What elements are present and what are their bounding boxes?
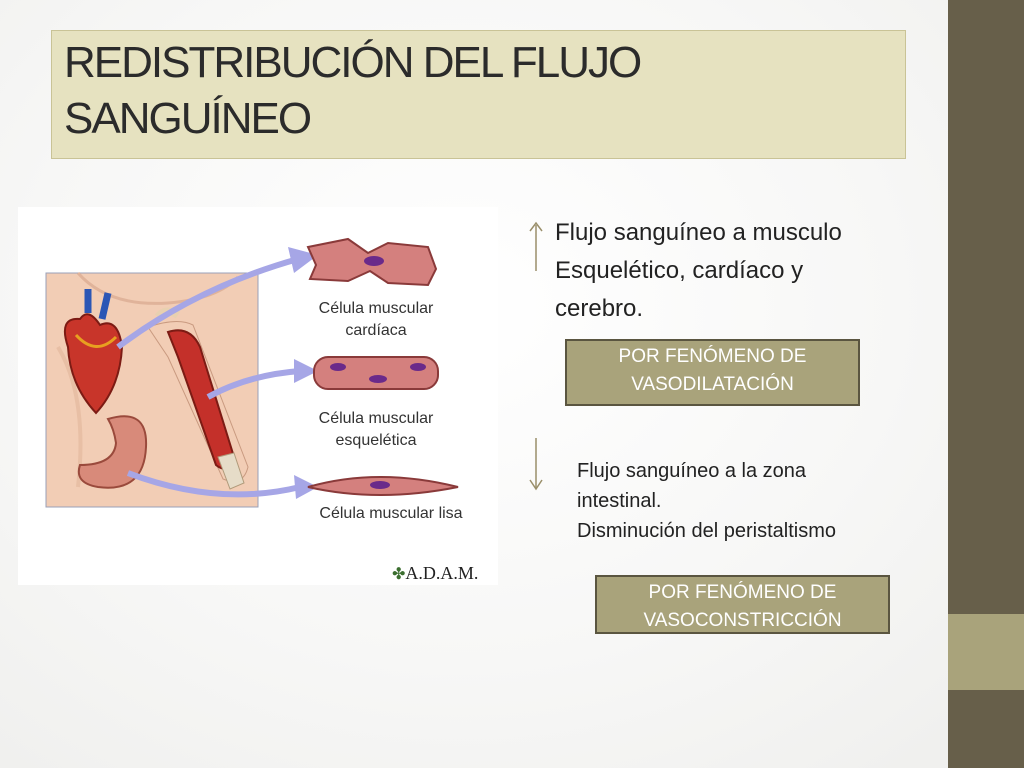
label-cardiac-cell: Célula muscular cardíaca [318,300,434,339]
vasodilation-tag: POR FENÓMENO DE VASODILATACIÓN [565,339,860,406]
title-line-2: SANGUÍNEO [64,94,312,143]
anatomy-drawing [45,237,459,508]
cardiac-cell-graphic [306,237,438,287]
pointer-arrow-cardiac [116,256,299,350]
skeletal-cell-graphic [313,356,439,390]
increase-flow-text: Flujo sanguíneo a musculo Esquelético, c… [555,219,842,322]
title-box: REDISTRIBUCIÓN DEL FLUJO SANGUÍNEO [51,30,906,159]
muscle-cells-illustration: Célula muscular cardíaca Célula muscular… [18,207,498,585]
vasoconstriction-tag: POR FENÓMENO DE VASOCONSTRICCIÓN [595,575,890,634]
arrow-up-icon [529,221,543,271]
title-line-1: REDISTRIBUCIÓN DEL FLUJO [64,38,642,87]
heart-graphic [64,289,124,415]
leaf-icon: ✤ [392,566,406,583]
pointer-arrow-smooth [126,470,301,498]
side-accent-block [948,614,1024,690]
slide-title: REDISTRIBUCIÓN DEL FLUJO SANGUÍNEO [64,35,893,147]
arrow-down-icon [529,438,543,491]
decrease-flow-text: Flujo sanguíneo a la zona intestinal. Di… [577,460,836,542]
smooth-cell-graphic [307,476,459,496]
pointer-arrow-skeletal [206,368,301,400]
label-skeletal-cell: Célula muscular esquelética [318,410,434,449]
label-smooth-cell: Célula muscular lisa [319,505,463,522]
adam-logo: ✤A.D.A.M. [392,563,479,583]
stomach-graphic [77,415,148,489]
